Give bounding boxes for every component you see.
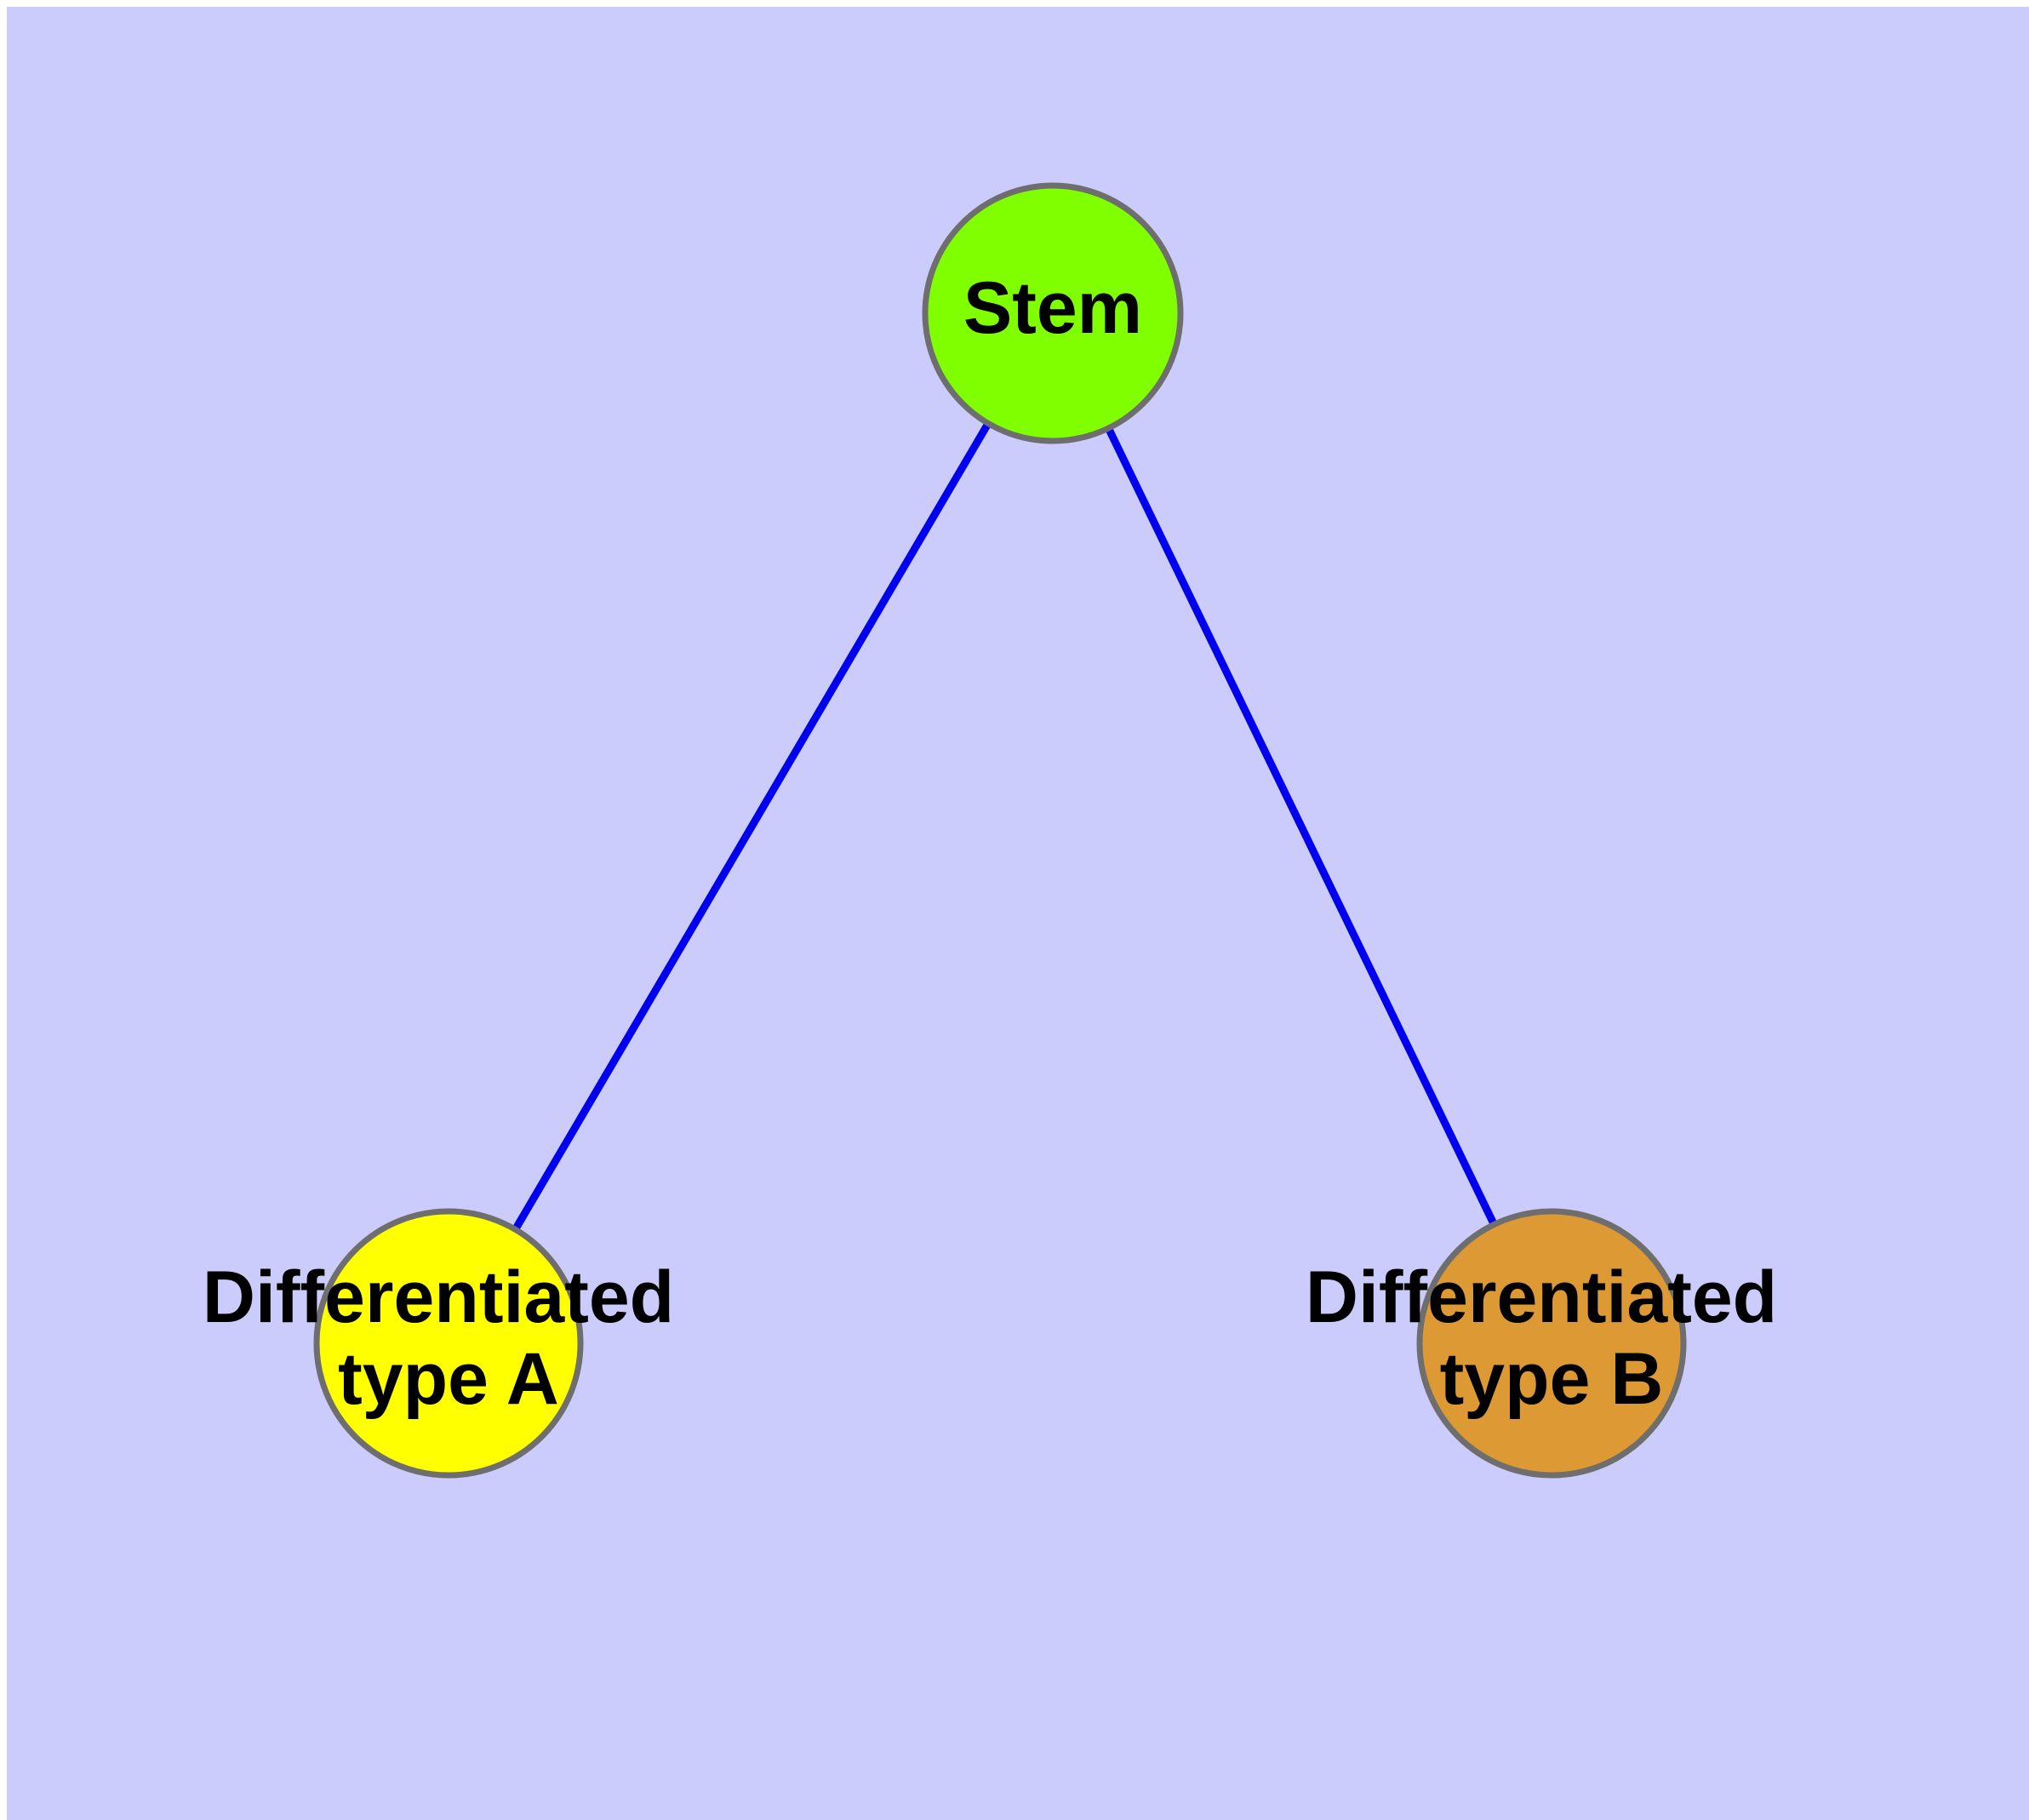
node-differentiated-type-b-label: Differentiated type B: [1306, 1256, 1798, 1420]
node-differentiated-type-a[interactable]: Differentiated type A: [203, 1208, 694, 1479]
node-differentiated-type-b-label-line-1: Differentiated: [1306, 1256, 1777, 1338]
edge-stem-to-differentiated-type-a: [445, 311, 1056, 1346]
node-stem-circle[interactable]: [922, 182, 1184, 444]
edges-layer: [445, 311, 1556, 1346]
node-differentiated-type-b-label-line-2: type B: [1440, 1338, 1664, 1420]
node-differentiated-type-a-circle[interactable]: [313, 1208, 584, 1479]
node-differentiated-type-a-label-line-1: Differentiated: [203, 1256, 674, 1338]
node-differentiated-type-b-circle[interactable]: [1416, 1208, 1687, 1479]
node-stem-label: Stem: [963, 267, 1142, 349]
node-stem[interactable]: Stem: [922, 182, 1184, 444]
node-stem-label-line-1: Stem: [963, 267, 1142, 349]
node-differentiated-type-a-label: Differentiated type A: [203, 1256, 694, 1420]
nodes-layer: Stem Differentiated type A Differentiate…: [203, 182, 1798, 1479]
node-differentiated-type-b[interactable]: Differentiated type B: [1306, 1208, 1798, 1479]
node-differentiated-type-a-label-line-2: type A: [338, 1338, 559, 1420]
edge-stem-to-differentiated-type-b: [1049, 312, 1556, 1345]
